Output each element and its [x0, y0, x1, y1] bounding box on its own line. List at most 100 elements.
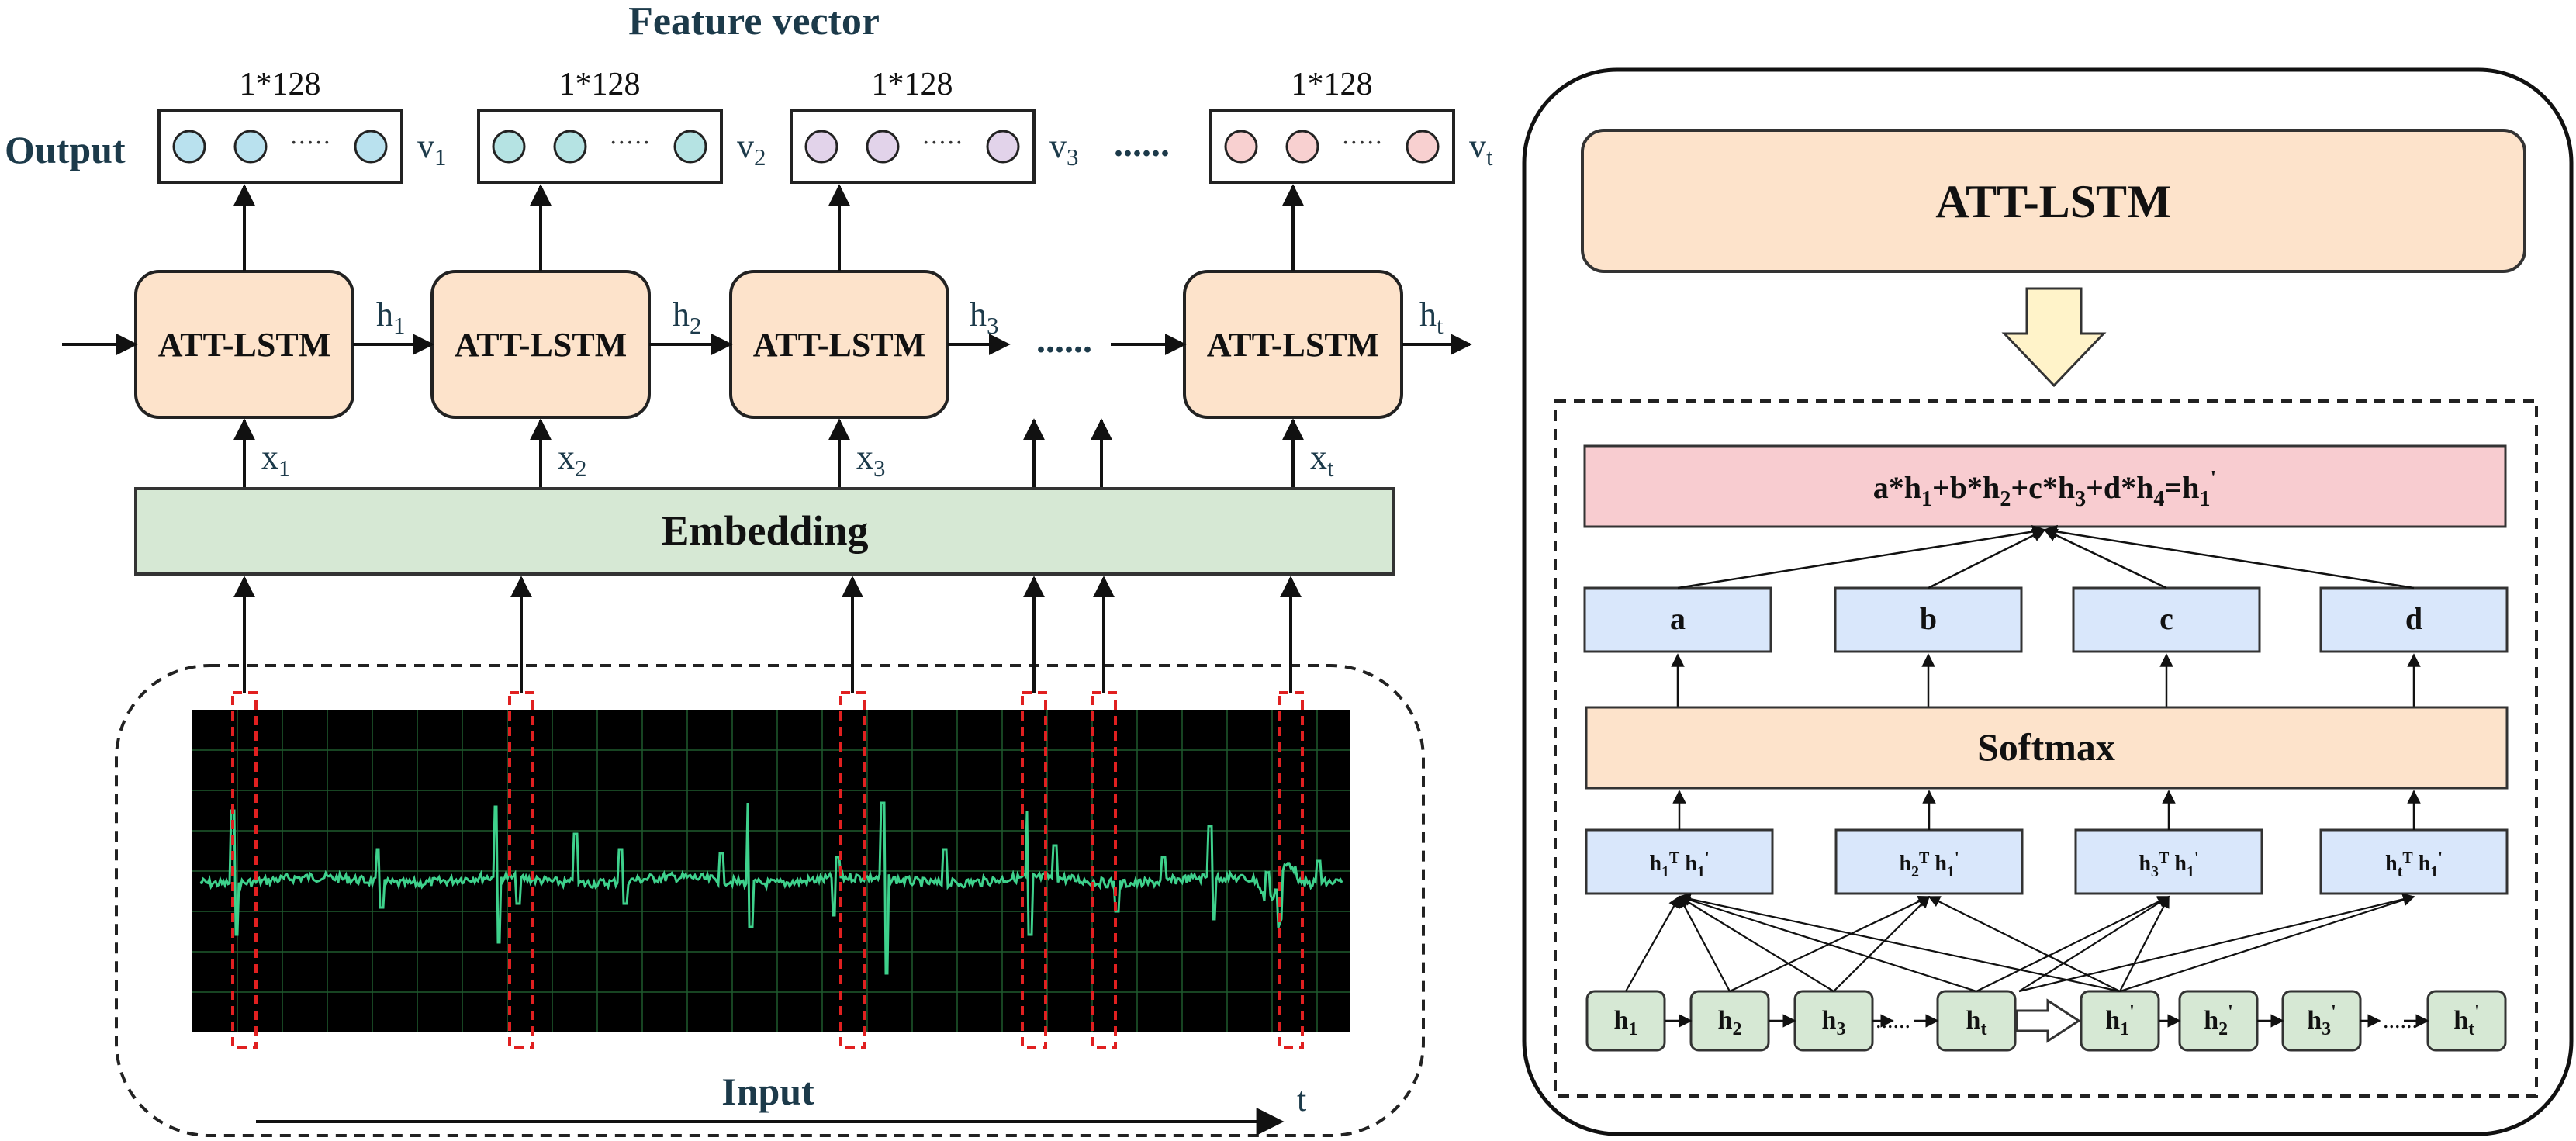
hidden-state-label: h1	[1614, 1006, 1638, 1039]
hidden-to-score-arrow	[1678, 896, 1834, 992]
hidden-state-label: h2	[1718, 1006, 1742, 1039]
hidden-state-label: ht	[1966, 1006, 1987, 1039]
att-lstm-cells: ATT-LSTMx1ATT-LSTMx2ATT-LSTMx3ATT-LSTMxt…	[62, 184, 1472, 489]
vector-dimension-label: 1*128	[1291, 67, 1373, 102]
vector-label: v2	[737, 127, 766, 171]
vector-element-circle	[1285, 130, 1319, 164]
sampling-windows	[231, 691, 1304, 1049]
hidden-to-score-arrow	[1928, 896, 2121, 992]
vector-element-circle	[866, 130, 900, 164]
feature-vector-title: Feature vector	[628, 0, 880, 43]
vector-label: v3	[1049, 127, 1079, 171]
att-lstm-cell-label: ATT-LSTM	[158, 326, 331, 364]
attention-detail-region	[1554, 399, 2538, 1098]
att-lstm-cell-label: ATT-LSTM	[455, 326, 628, 364]
attention-score-label: h2T h1'	[1899, 849, 1959, 880]
weight-to-sum-arrow	[2043, 528, 2167, 590]
att-lstm-header: ATT-LSTM	[1935, 176, 2170, 227]
att-lstm-header-box	[1581, 129, 2526, 273]
embedding-box	[134, 487, 1395, 576]
cell-ellipsis: ......	[1036, 320, 1092, 361]
attention-score-box	[1585, 828, 1774, 895]
weight-to-sum-arrow	[2043, 524, 2415, 590]
softmax-box	[1585, 706, 2509, 790]
attention-score-label: h3T h1'	[2139, 849, 2198, 880]
output-label: Output	[5, 128, 126, 171]
hidden-h-label: ht	[1419, 296, 1444, 339]
attention-score-label: h1T h1'	[1649, 849, 1709, 880]
input-label: Input	[721, 1070, 814, 1113]
sampling-window	[1021, 691, 1047, 1049]
output-vectors: 1*128 ····· v1 1*128 ····· v2 1*128 ····· v3 1*12…	[157, 67, 1493, 184]
input-x-label: x3	[856, 438, 886, 482]
sampling-window	[508, 691, 534, 1049]
hidden-to-score-arrow	[2119, 895, 2170, 992]
expand-arrow	[2001, 287, 2107, 388]
vector-dimension-label: 1*128	[559, 67, 641, 102]
vector-element-circle	[1406, 130, 1440, 164]
sequence-ellipsis: ......	[1876, 1008, 1910, 1033]
softmax-label: Softmax	[1977, 725, 2115, 769]
vector-dots: ·····	[609, 128, 650, 156]
vector-label: v1	[417, 127, 447, 171]
att-lstm-cell-label: ATT-LSTM	[753, 326, 926, 364]
hidden-to-score-arrow	[2018, 896, 2170, 992]
vector-element-circle	[233, 130, 268, 164]
time-axis-label: t	[1297, 1080, 1306, 1119]
hidden-state-prime-label: h3'	[2307, 1002, 2336, 1039]
embedding-label: Embedding	[661, 507, 868, 554]
weight-label: a	[1670, 601, 1686, 636]
hidden-state-prime-label: h2'	[2204, 1002, 2233, 1039]
input-region	[115, 664, 1425, 1137]
hidden-state-label: h3	[1822, 1006, 1846, 1039]
hidden-to-score-arrow	[1625, 895, 1680, 992]
sampling-window	[231, 691, 258, 1049]
sampling-window	[839, 691, 866, 1049]
attention-score-box	[2074, 828, 2263, 895]
vector-element-circle	[673, 130, 707, 164]
hidden-to-score-arrow	[1976, 896, 2170, 992]
vector-label: vt	[1469, 127, 1493, 171]
vector-element-circle	[1224, 130, 1258, 164]
weight-to-sum-arrow	[1677, 524, 2046, 590]
vector-dots: ·····	[921, 128, 963, 156]
vector-element-circle	[354, 130, 388, 164]
vector-element-circle	[804, 130, 838, 164]
vector-element-circle	[172, 130, 206, 164]
weight-box	[2072, 586, 2261, 653]
vector-dimension-label: 1*128	[872, 67, 953, 102]
vector-dots: ·····	[1341, 128, 1382, 156]
vector-element-circle	[986, 130, 1020, 164]
hidden-to-score-arrow	[1833, 895, 1931, 992]
hidden-to-score-arrow	[1678, 894, 1977, 993]
weight-label: d	[2405, 601, 2422, 636]
output-ellipsis: ......	[1114, 123, 1170, 164]
att-lstm-cell-label: ATT-LSTM	[1207, 326, 1380, 364]
hidden-to-score-arrow	[1678, 893, 2121, 993]
att-lstm-detail-panel	[1522, 67, 2574, 1136]
weight-box	[1834, 586, 2023, 653]
hidden-state-prime-label: ht'	[2453, 1002, 2480, 1039]
weight-label: b	[1920, 601, 1937, 636]
hidden-h-label: h2	[673, 296, 702, 339]
input-arrows	[233, 576, 1302, 693]
sampling-window	[1091, 691, 1117, 1049]
sampling-window	[1278, 691, 1304, 1049]
transition-arrow	[2015, 998, 2081, 1043]
hidden-to-score-arrow	[2119, 894, 2415, 993]
attention-scores: h1T h1' h2T h1' h3T h1' htT h1'	[1585, 790, 2509, 895]
vector-dots: ·····	[289, 128, 330, 156]
input-x-label: x2	[558, 438, 587, 482]
attention-score-label: htT h1'	[2385, 849, 2443, 880]
weight-box	[1583, 586, 1772, 653]
attention-score-box	[1834, 828, 2024, 895]
hidden-state-prime-label: h1'	[2105, 1002, 2135, 1039]
input-x-label: x1	[261, 438, 291, 482]
weighted-sum-box	[1583, 444, 2507, 528]
hidden-h-label: h3	[970, 296, 999, 339]
vector-dimension-label: 1*128	[240, 67, 321, 102]
weight-to-sum-arrow	[1928, 528, 2046, 590]
